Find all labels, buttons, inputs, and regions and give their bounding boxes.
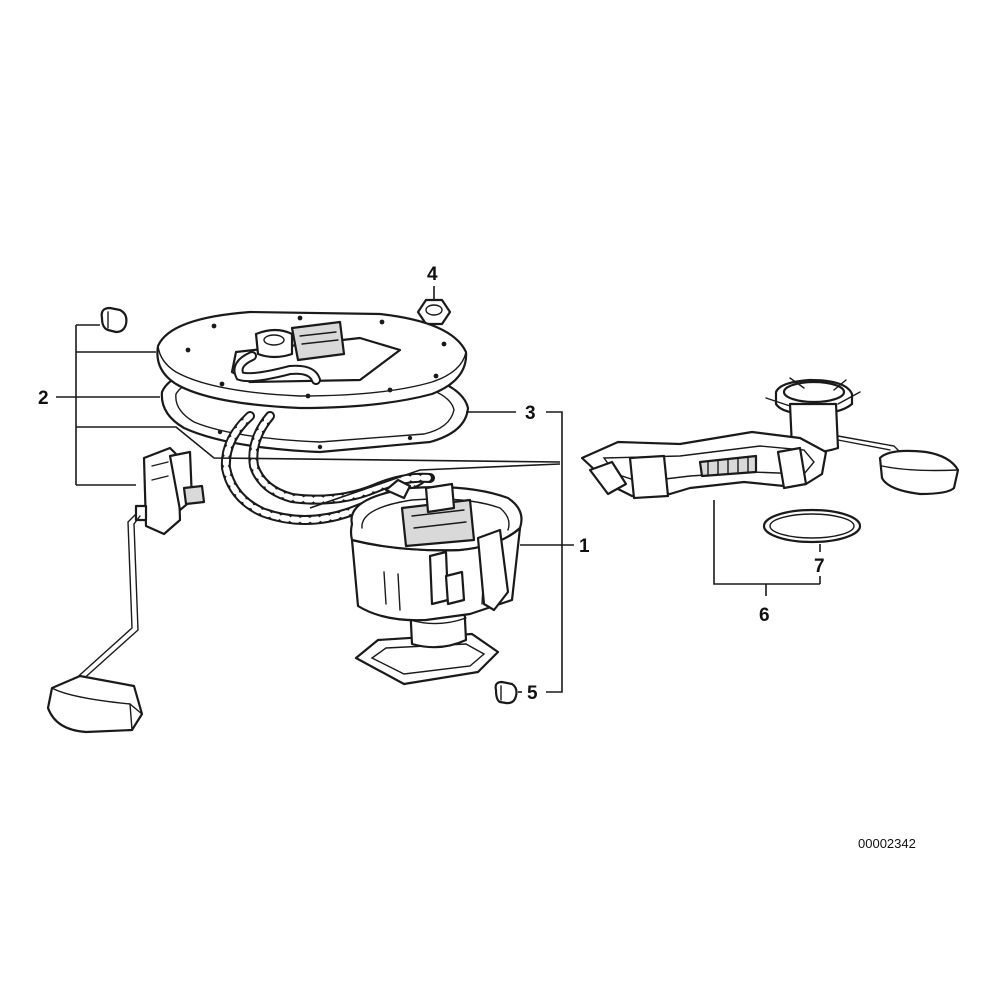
callout-4: 4: [427, 264, 438, 285]
callout-3: 3: [525, 403, 536, 424]
part-1-fuel-pump[interactable]: [349, 478, 523, 686]
callout-7: 7: [814, 556, 825, 577]
part-2-clip[interactable]: [100, 306, 128, 334]
part-7-o-ring[interactable]: [762, 508, 862, 544]
part-2-level-sensor[interactable]: [46, 446, 206, 734]
leader-lines: [56, 286, 821, 693]
callout-5: 5: [527, 683, 538, 704]
callout-6: 6: [759, 605, 770, 626]
callout-1: 1: [579, 536, 590, 557]
callout-labels: 4 2 3 1 5 7 6 00002342: [38, 264, 916, 851]
part-5-clip[interactable]: [494, 680, 518, 705]
part-6-suction-bracket[interactable]: [580, 377, 960, 500]
part-4-nut[interactable]: [416, 298, 452, 326]
diagram-id: 00002342: [858, 836, 916, 851]
flange-cover-plate[interactable]: [156, 310, 468, 410]
callout-2: 2: [38, 388, 49, 409]
